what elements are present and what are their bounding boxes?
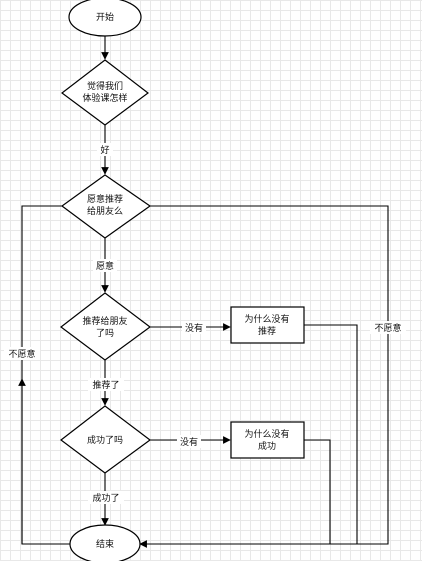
q-willing-label-1: 愿意推荐 [87,193,123,205]
edge-willing-right-to-end [139,205,389,548]
node-q-feel: 觉得我们 体验课怎样 [61,59,149,126]
node-why-not-recommend: 为什么没有 推荐 [230,306,305,344]
end-ellipse [69,524,141,561]
q-recommended-label-2: 了吗 [96,328,114,339]
edge-label-willing: 愿意 [96,260,114,272]
edge-labels: 好 愿意 不愿意 不愿意 没有 推荐了 没有 成功了 [4,143,406,504]
why-not-success-box [230,421,305,459]
node-why-not-success: 为什么没有 成功 [230,421,305,459]
edge-why-recommend-to-end [304,324,358,544]
edge-label-no-recommend: 没有 [185,322,203,334]
why-not-success-label-2: 成功 [258,440,276,452]
end-label: 结束 [96,538,114,550]
q-recommended-diamond [60,292,152,361]
node-end: 结束 [69,524,141,561]
edges [18,36,389,548]
edge-label-recommended: 推荐了 [92,379,119,391]
q-willing-label-2: 给朋友么 [87,205,123,217]
edge-label-not-willing-right: 不愿意 [374,322,401,334]
edge-label-not-willing-left: 不愿意 [8,348,35,360]
q-recommended-label-1: 推荐给朋友 [82,315,127,327]
edge-why-success-to-end [304,439,331,544]
start-ellipse [68,0,142,37]
node-start: 开始 [68,0,142,37]
node-q-success: 成功了吗 [60,405,152,474]
why-not-recommend-label-1: 为什么没有 [244,313,289,325]
q-feel-label-1: 觉得我们 [87,80,123,92]
start-label: 开始 [96,11,114,23]
edge-willing-left-to-end [21,205,70,545]
q-success-label: 成功了吗 [87,434,123,446]
edge-label-good: 好 [100,144,109,156]
q-feel-diamond [61,59,149,126]
why-not-success-label-1: 为什么没有 [244,428,289,440]
q-success-diamond [60,405,152,474]
node-q-recommended: 推荐给朋友 了吗 [60,292,152,361]
node-q-willing: 愿意推荐 给朋友么 [60,174,152,239]
q-willing-diamond [60,174,152,239]
edge-label-no-success: 没有 [180,436,198,448]
edge-label-succeeded: 成功了 [92,492,119,504]
why-not-recommend-label-2: 推荐 [258,325,276,337]
q-feel-label-2: 体验课怎样 [82,92,127,104]
why-not-recommend-box [230,306,305,344]
